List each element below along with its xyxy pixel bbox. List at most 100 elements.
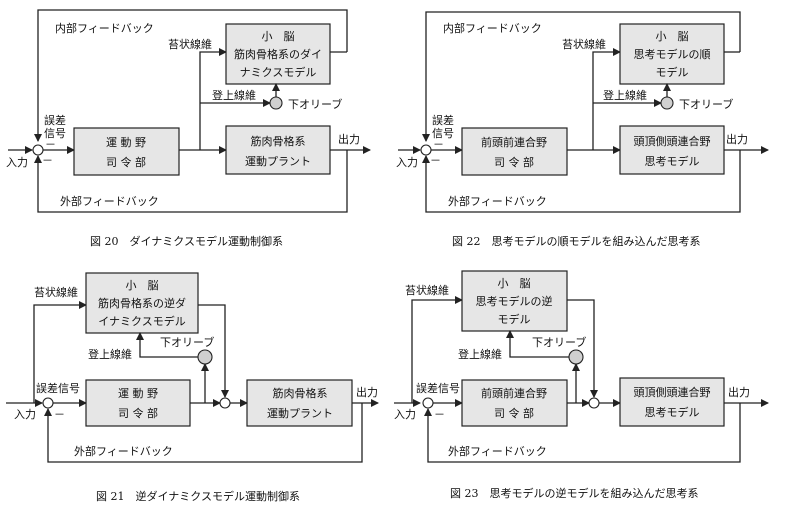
cerebellum-box (619, 23, 725, 85)
error-label: 誤差 (44, 113, 66, 127)
input-label: 入力 (14, 408, 36, 421)
plant-label: 頭頂側頭連合野 (634, 385, 711, 399)
output-label: 出力 (726, 132, 748, 146)
figure-23: 入力 苔状線維 誤差信号 － 前頭前連合野 司 令 部 頭頂側頭連合野 思考モデ… (394, 270, 769, 500)
inferior-olive-label: 下オリーブ (160, 335, 214, 349)
figure-20: 内部フィードバック 入力 誤差 信号 － － 運 動 野 司 令 部 筋肉骨格系… (6, 9, 371, 248)
climbing-fiber-label: 登上線維 (212, 88, 256, 102)
climbing-fiber-line (136, 332, 198, 358)
plant-label: 筋肉骨格系 (273, 386, 328, 400)
error-label: 信号 (44, 127, 66, 140)
summing-junction (42, 397, 54, 409)
plant-label: 筋肉骨格系 (251, 134, 306, 148)
controller-box (461, 127, 568, 176)
cerebellum-label: 小 脳 (656, 30, 689, 43)
controller-label: 司 令 部 (494, 406, 534, 420)
adder-junction (588, 397, 600, 409)
output-label: 出力 (728, 385, 750, 399)
mossy-fiber-line (411, 296, 463, 403)
figure-caption: 図 23 思考モデルの逆モデルを組み込んだ思考系 (450, 486, 699, 500)
plant-label: 思考モデル (645, 154, 700, 168)
figure-caption: 図 21 逆ダイナミクスモデル運動制御系 (96, 489, 300, 503)
controller-label: 司 令 部 (494, 155, 534, 169)
mossy-fiber-label: 苔状線維 (405, 283, 449, 297)
controller-box (461, 379, 568, 427)
inferior-olive-label: 下オリーブ (288, 97, 342, 111)
summing-junction (422, 397, 434, 409)
external-feedback-line (424, 403, 741, 463)
input-label: 入力 (394, 408, 416, 421)
mossy-fiber-line (199, 48, 227, 150)
inferior-olive-label: 下オリーブ (679, 97, 733, 111)
cerebellum-label: モデル (656, 65, 689, 79)
cerebellum-label: 思考モデルの逆 (476, 294, 553, 308)
minus-sign: － (430, 154, 441, 167)
minus-sign: － (434, 408, 445, 421)
figure-caption: 図 22 思考モデルの順モデルを組み込んだ思考系 (452, 234, 701, 248)
plant-label: 思考モデル (645, 405, 700, 419)
controller-label: 前頭前連合野 (481, 135, 547, 149)
cerebellum-label: モデル (498, 312, 531, 326)
plant-box (619, 125, 725, 175)
cerebellum-label: ナミクスモデル (240, 65, 317, 79)
inferior-olive-node (568, 349, 584, 365)
internal-feedback-line (422, 11, 741, 142)
external-feedback-line (422, 150, 741, 213)
mossy-fiber-line (592, 48, 621, 150)
figure-22: 内部フィードバック 入力 誤差 信号 － － 前頭前連合野 司 令 部 頭頂側頭… (396, 11, 769, 248)
error-label: 信号 (432, 127, 454, 140)
climbing-fiber-label: 登上線維 (603, 88, 647, 102)
controller-label: 司 令 部 (118, 406, 158, 420)
cerebellum-label: 思考モデルの順 (634, 47, 711, 61)
mossy-fiber-label: 苔状線維 (562, 37, 606, 51)
external-feedback-label: 外部フィードバック (448, 194, 547, 208)
input-label: 入力 (396, 156, 418, 169)
climbing-fiber-line (506, 330, 569, 358)
external-feedback-line (34, 150, 348, 213)
external-feedback-label: 外部フィードバック (448, 444, 547, 458)
minus-sign: － (54, 408, 65, 421)
controller-box (85, 379, 191, 427)
internal-feedback-label: 内部フィードバック (55, 21, 154, 35)
cerebellum-label: 筋肉骨格系のダイ (234, 47, 322, 61)
adder-junction (219, 397, 231, 409)
controller-label: 司 令 部 (106, 155, 146, 169)
cerebellum-label: 筋肉骨格系の逆ダ (98, 296, 186, 310)
inferior-olive-node (660, 96, 674, 110)
climbing-fiber-label: 登上線維 (88, 347, 132, 361)
external-feedback-line (44, 403, 363, 463)
climbing-fiber-label: 登上線維 (458, 347, 502, 361)
plant-label: 運動プラント (267, 406, 333, 420)
controller-label: 前頭前連合野 (481, 386, 547, 400)
cerebellum-output-line (198, 304, 229, 398)
external-feedback-label: 外部フィードバック (74, 444, 173, 458)
minus-sign: － (433, 138, 444, 151)
cerebellum-output-line (567, 299, 598, 398)
mossy-fiber-label: 苔状線維 (168, 37, 212, 51)
error-label: 誤差 (432, 113, 454, 127)
output-label: 出力 (356, 385, 378, 399)
plant-box (619, 377, 725, 427)
cerebellum-box (461, 270, 568, 332)
cerebellum-label: イナミクスモデル (98, 314, 185, 328)
controller-label: 運 動 野 (118, 386, 158, 400)
input-label: 入力 (6, 156, 28, 169)
minus-sign: － (42, 154, 53, 167)
external-feedback-label: 外部フィードバック (60, 194, 159, 208)
error-label: 誤差信号 (36, 381, 80, 395)
figure-21: 入力 苔状線維 誤差信号 － 運 動 野 司 令 部 筋肉骨格系 運動プラント … (6, 272, 379, 503)
controller-label: 運 動 野 (106, 135, 146, 149)
inferior-olive-node (197, 349, 213, 365)
plant-label: 運動プラント (245, 154, 311, 168)
minus-sign: － (45, 138, 56, 151)
output-label: 出力 (338, 132, 360, 146)
cerebellum-box (85, 272, 199, 334)
error-label: 誤差信号 (416, 381, 460, 395)
internal-feedback-line (34, 9, 348, 142)
figure-caption: 図 20 ダイナミクスモデル運動制御系 (90, 234, 283, 248)
inferior-olive-label: 下オリーブ (532, 335, 586, 349)
controller-box (73, 127, 180, 176)
internal-feedback-label: 内部フィードバック (443, 21, 542, 35)
inferior-olive-node (269, 96, 283, 110)
